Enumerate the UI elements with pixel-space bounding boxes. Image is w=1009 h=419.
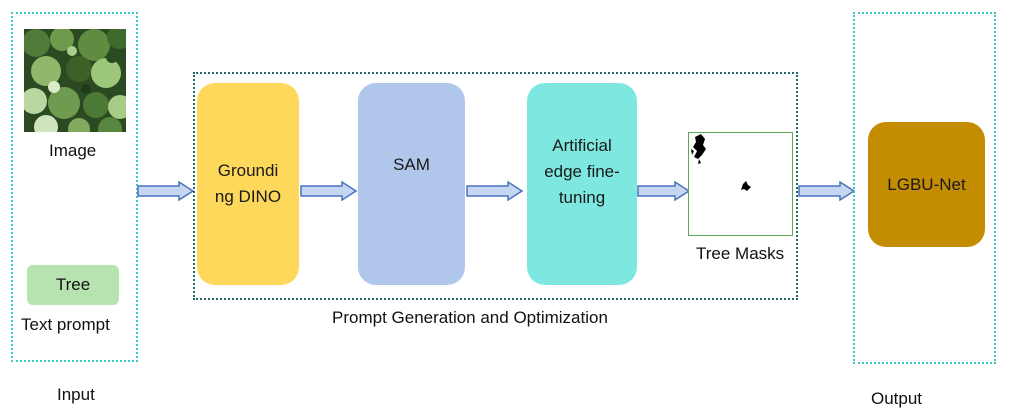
tree-prompt-chip-label: Tree — [55, 275, 91, 294]
arrow-edge-to-mask — [637, 181, 691, 201]
grounding-dino-block: Groundi ng DINO — [197, 83, 299, 285]
edge-finetuning-block: Artificial edge fine- tuning — [527, 83, 637, 285]
image-caption: Image — [49, 141, 97, 160]
edge-finetuning-label: Artificial edge fine- tuning — [544, 136, 620, 207]
sam-label: SAM — [393, 155, 430, 174]
output-panel — [853, 12, 996, 364]
pipeline-panel — [193, 72, 798, 300]
arrow-dino-to-sam — [300, 181, 358, 201]
input-panel — [11, 12, 138, 362]
input-section-label: Input — [57, 385, 95, 404]
grounding-dino-label: Groundi ng DINO — [214, 161, 282, 206]
pipeline-caption: Prompt Generation and Optimization — [332, 308, 608, 327]
output-section-label: Output — [871, 389, 923, 408]
tree-mask-image — [688, 132, 793, 236]
lgbu-net-label: LGBU-Net — [887, 174, 966, 194]
tree-masks-caption: Tree Masks — [696, 244, 785, 263]
arrow-sam-to-edge — [466, 181, 524, 201]
text-prompt-caption: Text prompt — [21, 315, 110, 334]
arrow-input-to-dino — [137, 181, 195, 201]
tree-prompt-chip: Tree — [27, 265, 119, 305]
arrow-mask-to-output — [798, 181, 856, 201]
aerial-tree-image — [24, 29, 126, 132]
lgbu-net-block: LGBU-Net — [868, 122, 985, 247]
sam-block: SAM — [358, 83, 465, 285]
